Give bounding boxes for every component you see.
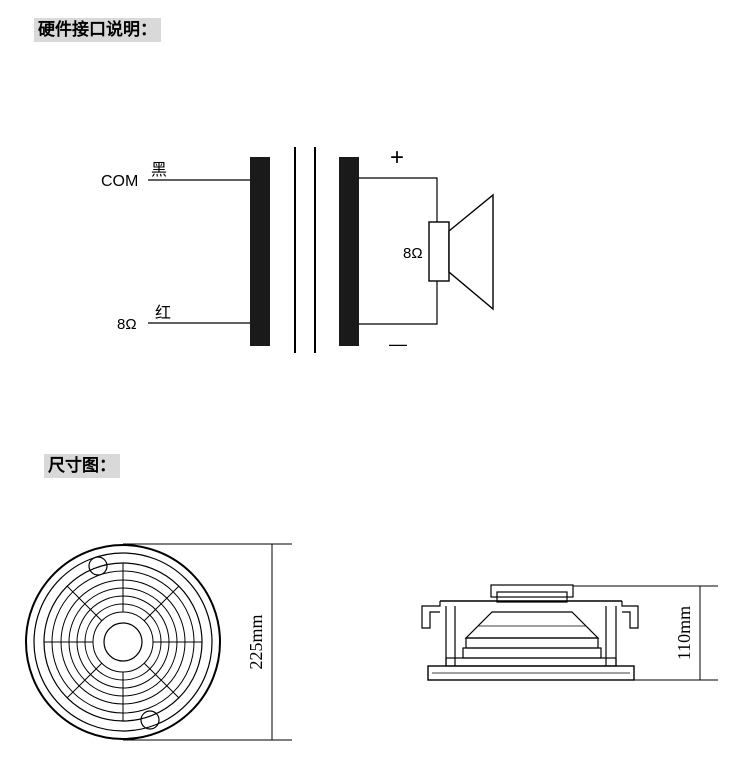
speaker-basket [465,637,599,649]
diameter-value: 225mm [246,614,266,669]
grille-spoke-br [143,662,180,699]
plus-sign: + [390,144,404,171]
negative-wire [359,281,438,325]
height-value: 110mm [674,606,694,660]
mounting-clip-bottom [140,710,160,730]
grille-spoke-tl [66,585,103,622]
red-wire-label: 红 [155,304,171,322]
side-cone [464,611,600,639]
speaker-frame [462,647,602,659]
side-view [421,584,639,681]
black-wire-label: 黑 [151,162,167,179]
minus-sign: — [389,334,407,354]
magnet-top [490,584,574,598]
speaker-symbol [428,193,494,311]
positive-wire [359,177,438,222]
front-grille [427,665,635,681]
bracket-right [621,601,639,629]
primary-winding [250,157,270,346]
speaker-cone [448,193,494,311]
rim-inner-edge [33,552,213,732]
grille-spoke-tr [143,585,180,622]
grille-spoke-bl [66,662,103,699]
mounting-clip-top [88,556,108,576]
speaker-magnet [428,221,450,282]
bracket-left [421,601,441,629]
hardware-interface-title: 硬件接口说明： [34,18,161,42]
magnet-base [496,591,568,603]
baffle-ring [445,657,617,667]
dimension-drawing-title: 尺寸图： [44,454,120,478]
height-dimension [573,585,718,681]
transformer-diagram: COM 黑 8Ω 红 + — 8Ω [101,144,494,354]
diameter-dimension [123,543,292,741]
center-cap [103,622,143,662]
secondary-winding [339,157,359,346]
tap-impedance-label: 8Ω [117,316,137,333]
speaker-impedance-label: 8Ω [403,245,423,262]
front-view [25,544,221,740]
com-label: COM [101,173,138,190]
outer-rim [25,544,221,740]
